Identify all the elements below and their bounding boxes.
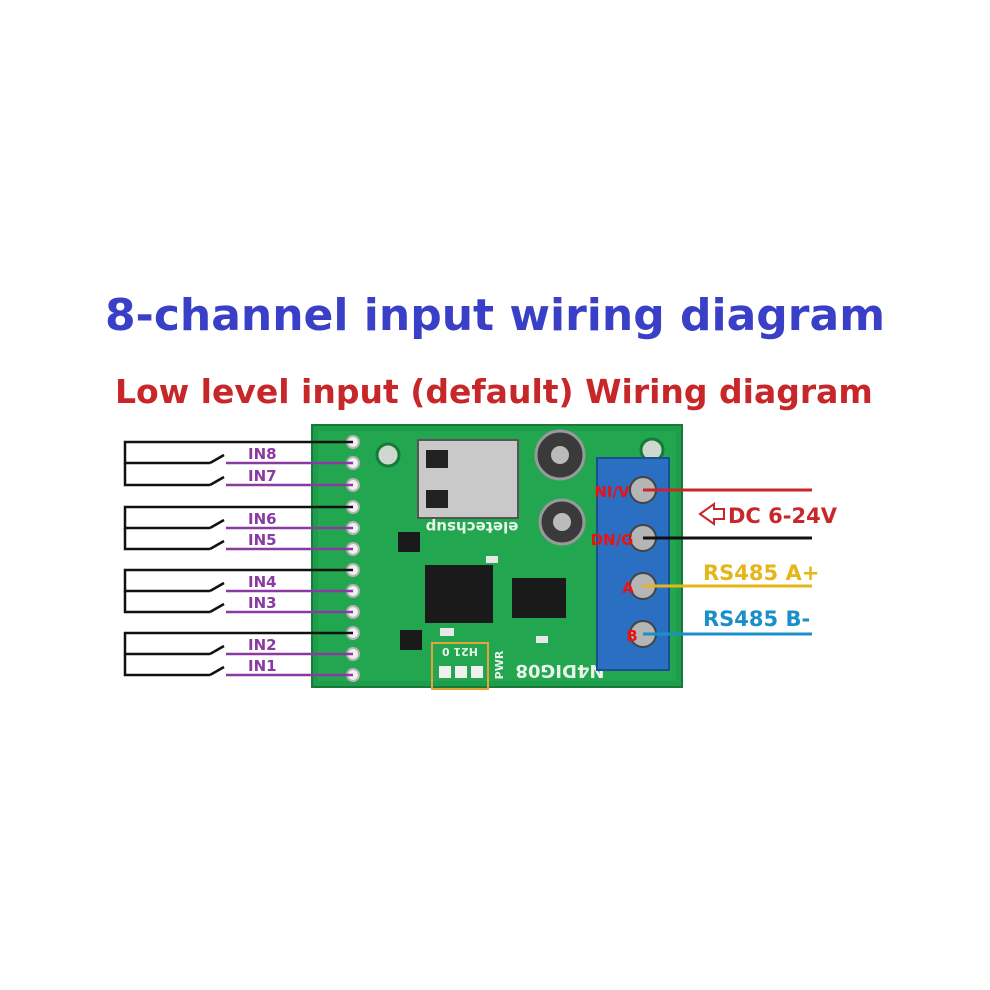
input-label-in4: IN4 [248,573,277,591]
terminal-pin-gnd: DN/G [591,531,634,549]
switch-in6 [209,518,225,530]
model-silkscreen: N4DIG08 [515,660,604,681]
power-rs485-wires: DC 6-24V RS485 A+ RS485 B- [643,488,838,636]
dc-voltage-label: DC 6-24V [728,504,838,528]
switch-in7 [209,475,225,487]
input-label-in8: IN8 [248,445,277,463]
rs485-b-label: RS485 B- [703,607,810,631]
switch-in1 [209,665,225,677]
input-label-in6: IN6 [248,510,277,528]
rs485-a-label: RS485 A+ [703,561,819,585]
optocoupler [400,630,422,650]
main-chip [425,565,493,623]
optocoupler [398,532,420,552]
switch-in5 [209,539,225,551]
brand-silkscreen: eletechsup [425,518,518,536]
mounting-hole [375,442,401,468]
input-label-in2: IN2 [248,636,277,654]
terminal-pin-b: B [626,627,637,645]
terminal-pin-vin: NI/V [594,483,630,501]
rs485-chip [512,578,566,618]
terminal-pin-a: A [622,579,634,597]
pwr-silkscreen: PWR [493,650,506,679]
switch-in2 [209,644,225,656]
diagram-title: 8-channel input wiring diagram [104,290,886,341]
diagram-subtitle: Low level input (default) Wiring diagram [115,372,873,411]
arrow-left-icon [698,502,725,526]
input-label-in3: IN3 [248,594,277,612]
jumper-silkscreen: H21 0 [442,645,478,658]
switch-in3 [209,602,225,614]
address-jumper [431,642,489,690]
input-label-in5: IN5 [248,531,277,549]
input-label-in7: IN7 [248,467,277,485]
switch-in8 [209,453,225,465]
switch-in4 [209,581,225,593]
input-label-in1: IN1 [248,657,277,675]
input-switch-wiring: IN8 IN7 IN6 IN5 IN4 IN3 IN2 IN1 [123,440,353,677]
